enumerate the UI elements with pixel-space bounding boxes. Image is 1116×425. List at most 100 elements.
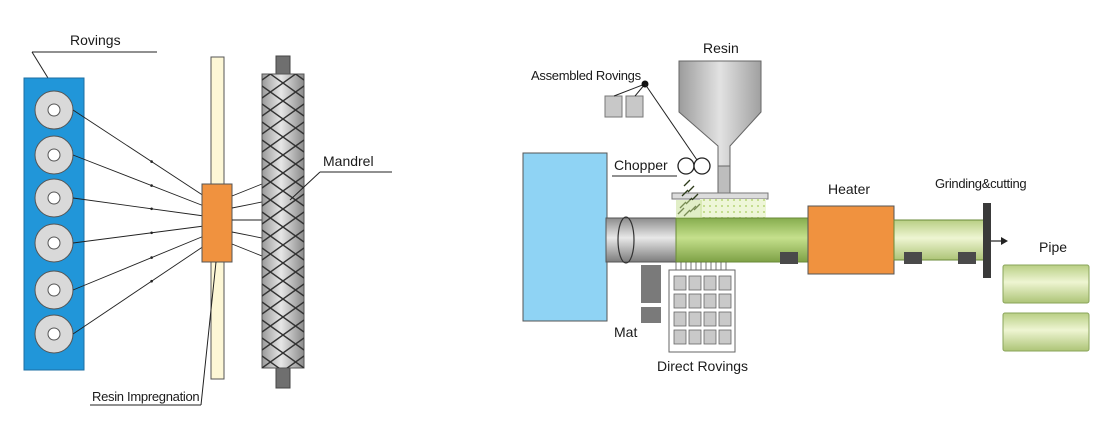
winding-helix xyxy=(262,211,304,243)
chopper-label: Chopper xyxy=(614,157,668,173)
winding-helix xyxy=(262,392,304,422)
direct-rovings-grid xyxy=(673,275,732,345)
winding-helix xyxy=(262,283,304,315)
winding-helix xyxy=(262,301,304,333)
direct-roving-package xyxy=(703,293,717,309)
winding-helix xyxy=(262,14,304,44)
roving-feed-line-1 xyxy=(613,83,646,97)
mandrel-label: Mandrel xyxy=(323,153,374,169)
finished-pipe-1 xyxy=(1002,264,1090,304)
fibre-marker xyxy=(150,207,153,211)
winding-helix xyxy=(262,0,304,8)
winding-helix xyxy=(262,139,304,171)
support-roller-1 xyxy=(780,252,798,264)
heater-box xyxy=(807,205,895,275)
winding-machine-block xyxy=(522,152,608,322)
direct-roving-package xyxy=(688,275,702,291)
winding-helix xyxy=(294,74,304,81)
support-roller-2 xyxy=(904,252,922,264)
roving-fibre-line xyxy=(72,225,205,244)
direct-roving-package xyxy=(673,293,687,309)
finished-pipe-2 xyxy=(1002,312,1090,352)
fibre-marker xyxy=(150,160,153,163)
winding-helix xyxy=(262,410,304,425)
direct-roving-package xyxy=(673,275,687,291)
mandrel-bottom-shaft xyxy=(275,365,291,389)
winding-helix xyxy=(262,355,281,368)
mandrel-leader-tick xyxy=(289,171,321,201)
fibre-marker xyxy=(150,184,153,187)
resin-impregnation-label: Resin Impregnation xyxy=(92,389,199,404)
mat-label: Mat xyxy=(614,324,637,340)
winding-helix xyxy=(262,175,304,207)
winding-helix xyxy=(262,319,304,351)
chopper-roller-2 xyxy=(693,157,711,175)
direct-roving-package xyxy=(673,311,687,327)
chopped-fibre xyxy=(681,189,689,197)
grinding-cutting-label: Grinding&cutting xyxy=(935,176,1026,191)
spool-hub xyxy=(47,148,61,162)
spool-hub xyxy=(47,283,61,297)
winding-helix xyxy=(262,74,272,81)
cutting-blade xyxy=(983,203,991,278)
chopped-fibre xyxy=(687,185,695,193)
rovings-leader-tick xyxy=(31,51,49,79)
fibre-marker xyxy=(150,256,153,259)
rovings-label: Rovings xyxy=(70,32,121,48)
pipe-label: Pipe xyxy=(1039,239,1067,255)
fibre-marker xyxy=(150,279,153,283)
winding-helix xyxy=(262,265,304,297)
winding-helix xyxy=(262,157,304,189)
winding-helix xyxy=(262,0,304,26)
mat-roll-lower xyxy=(641,307,661,323)
direct-roving-package xyxy=(688,293,702,309)
mandrel-body xyxy=(261,73,305,369)
heater-label: Heater xyxy=(828,181,870,197)
roving-spools xyxy=(34,90,74,354)
roving-fibre-line xyxy=(72,197,205,217)
winding-helix xyxy=(262,229,304,261)
fibre-marker xyxy=(150,231,153,235)
chopper-roller-1 xyxy=(677,157,695,175)
mandrel-top-shaft xyxy=(275,55,291,77)
assembled-rovings-label: Assembled Rovings xyxy=(531,68,642,83)
winding-helix xyxy=(262,337,304,368)
direct-roving-package xyxy=(718,293,732,309)
direct-roving-package xyxy=(688,329,702,345)
hopper-nozzle xyxy=(717,165,731,195)
winding-helix xyxy=(262,121,304,153)
roving-fibre-line xyxy=(72,109,205,197)
direct-roving-package xyxy=(703,329,717,345)
roving-fibre-line xyxy=(72,154,205,207)
roving-fibre-line xyxy=(72,245,205,335)
spool-hub xyxy=(47,191,61,205)
direct-roving-package xyxy=(718,311,732,327)
mandrel-shaft xyxy=(605,217,677,263)
continuous-winding-diagram: Resin Heater Grinding&cutting Pipe Assem… xyxy=(522,40,1090,374)
direct-roving-package xyxy=(718,275,732,291)
winding-helix xyxy=(262,85,304,117)
filament-winding-diagram: Rovings Mandrel Resin Impregnation xyxy=(23,0,392,425)
chopped-fibres xyxy=(676,179,702,218)
mandrel-winding-pattern xyxy=(262,0,304,425)
roving-fibre-line xyxy=(72,235,205,291)
impregnation-box xyxy=(201,183,233,263)
resin-label: Resin xyxy=(703,40,739,56)
direct-rovings-label: Direct Rovings xyxy=(657,358,748,374)
winding-helix xyxy=(262,74,297,99)
winding-helix xyxy=(262,0,304,8)
chopped-fibre-cloud xyxy=(676,200,702,218)
direct-roving-package xyxy=(703,311,717,327)
winding-helix xyxy=(262,0,304,26)
mat-roll-upper xyxy=(641,265,661,303)
chopped-fibre xyxy=(691,193,699,201)
direct-roving-package xyxy=(703,275,717,291)
output-arrow-head xyxy=(1001,237,1008,245)
direct-roving-package xyxy=(688,311,702,327)
resin-impregnation-leader-tick xyxy=(200,261,217,406)
winding-helix xyxy=(262,193,304,225)
shaft-ring xyxy=(617,216,635,264)
direct-roving-package xyxy=(718,329,732,345)
direct-roving-package xyxy=(673,329,687,345)
